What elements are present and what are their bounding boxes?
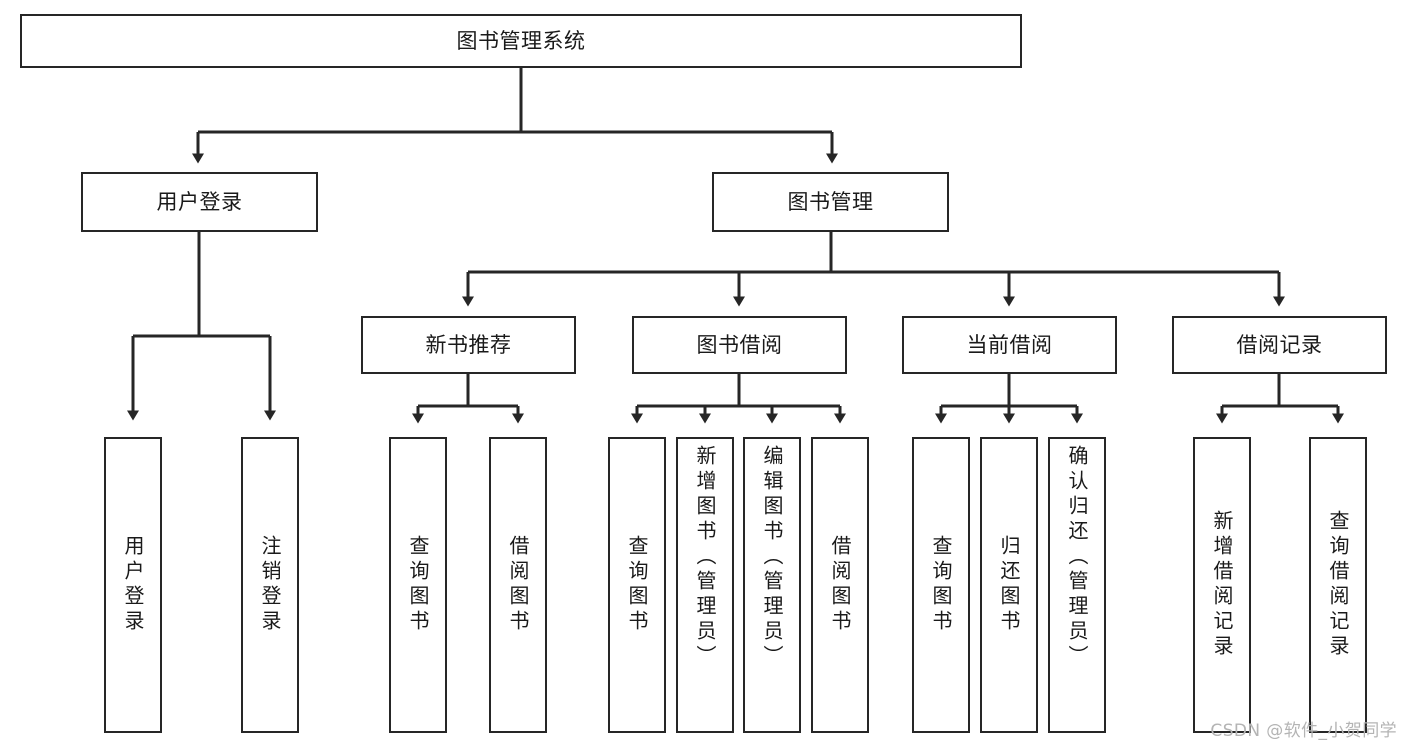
node-new-book-recommend[interactable]: 新书推荐 <box>361 316 576 374</box>
node-leaf-query-book-3[interactable]: 查询图书 <box>912 437 970 733</box>
node-leaf-confirm-return[interactable]: 确认归还（管理员） <box>1048 437 1106 733</box>
node-user-login[interactable]: 用户登录 <box>81 172 318 232</box>
node-borrow-record-label: 借阅记录 <box>1236 332 1323 357</box>
node-leaf-edit-book-label: 编辑图书（管理员） <box>760 445 784 670</box>
node-leaf-add-record[interactable]: 新增借阅记录 <box>1193 437 1251 733</box>
node-leaf-edit-book[interactable]: 编辑图书（管理员） <box>743 437 801 733</box>
node-book-manage-label: 图书管理 <box>787 189 874 214</box>
node-leaf-query-book-1[interactable]: 查询图书 <box>389 437 447 733</box>
node-user-login-label: 用户登录 <box>156 189 243 214</box>
node-current-borrow[interactable]: 当前借阅 <box>902 316 1117 374</box>
node-leaf-add-book-label: 新增图书（管理员） <box>693 445 717 670</box>
node-borrow-record[interactable]: 借阅记录 <box>1172 316 1387 374</box>
node-root[interactable]: 图书管理系统 <box>20 14 1022 68</box>
node-leaf-borrow-book-2-label: 借阅图书 <box>828 535 852 635</box>
node-leaf-confirm-return-label: 确认归还（管理员） <box>1065 445 1089 670</box>
csdn-watermark: CSDN @软件_小贺同学 <box>1210 721 1397 741</box>
node-root-label: 图书管理系统 <box>456 28 586 53</box>
node-leaf-add-book[interactable]: 新增图书（管理员） <box>676 437 734 733</box>
node-leaf-user-logout[interactable]: 注销登录 <box>241 437 299 733</box>
node-leaf-add-record-label: 新增借阅记录 <box>1210 510 1234 660</box>
node-book-manage[interactable]: 图书管理 <box>712 172 949 232</box>
node-leaf-return-book[interactable]: 归还图书 <box>980 437 1038 733</box>
node-current-borrow-label: 当前借阅 <box>966 332 1053 357</box>
node-leaf-query-record-label: 查询借阅记录 <box>1326 510 1350 660</box>
node-leaf-query-book-2[interactable]: 查询图书 <box>608 437 666 733</box>
node-leaf-user-login[interactable]: 用户登录 <box>104 437 162 733</box>
node-leaf-borrow-book-1[interactable]: 借阅图书 <box>489 437 547 733</box>
node-leaf-query-book-1-label: 查询图书 <box>406 535 430 635</box>
node-book-borrow-label: 图书借阅 <box>696 332 783 357</box>
node-leaf-borrow-book-2[interactable]: 借阅图书 <box>811 437 869 733</box>
node-leaf-user-login-label: 用户登录 <box>121 535 145 635</box>
node-leaf-borrow-book-1-label: 借阅图书 <box>506 535 530 635</box>
node-leaf-user-logout-label: 注销登录 <box>258 535 282 635</box>
node-new-book-recommend-label: 新书推荐 <box>425 332 512 357</box>
node-book-borrow[interactable]: 图书借阅 <box>632 316 847 374</box>
node-leaf-query-record[interactable]: 查询借阅记录 <box>1309 437 1367 733</box>
node-leaf-query-book-2-label: 查询图书 <box>625 535 649 635</box>
node-leaf-return-book-label: 归还图书 <box>997 535 1021 635</box>
node-leaf-query-book-3-label: 查询图书 <box>929 535 953 635</box>
